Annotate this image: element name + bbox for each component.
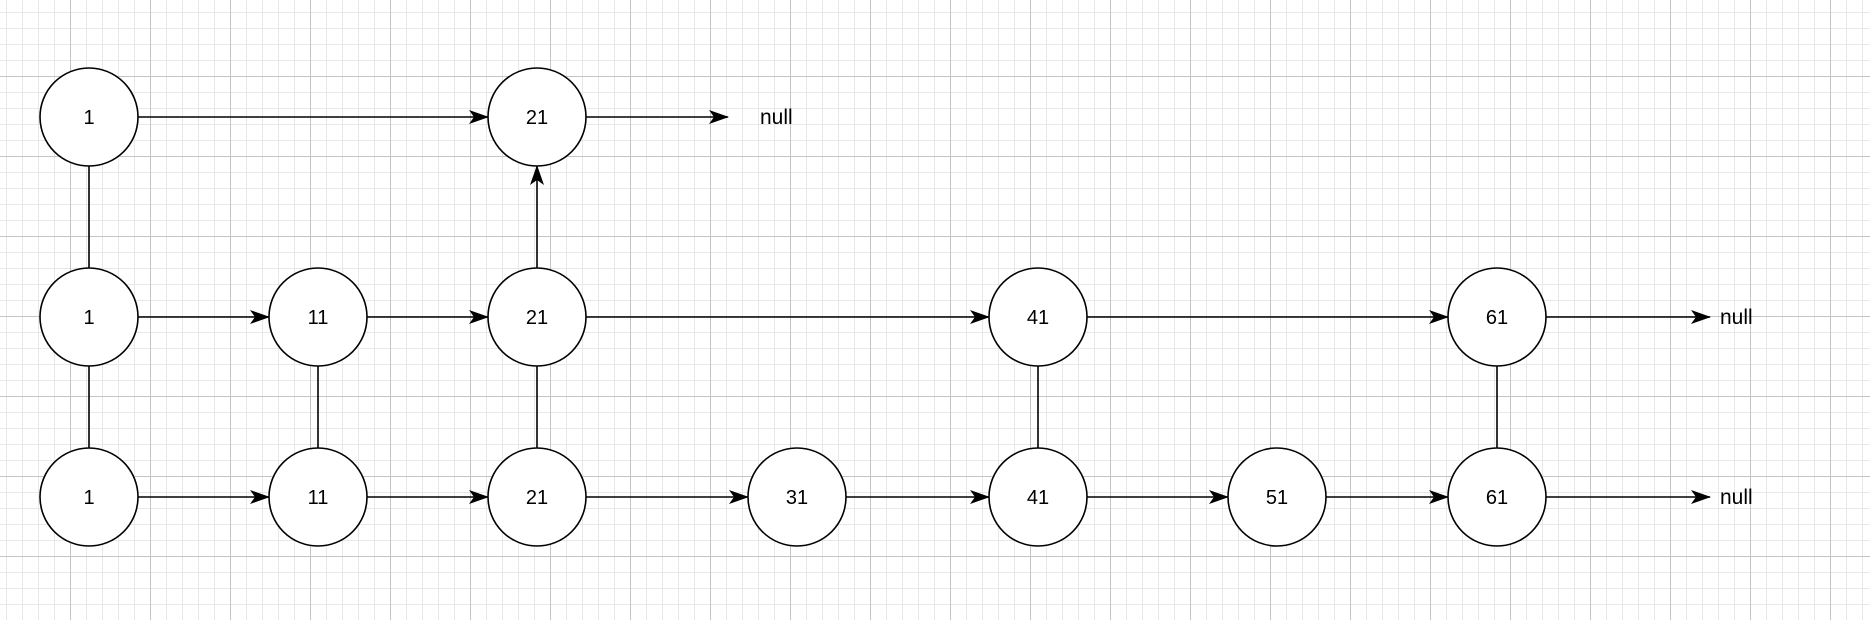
edges-layer (88, 110, 1711, 504)
list-node: 21 (487, 67, 587, 167)
node-value-label: 1 (83, 107, 94, 129)
node-circle (988, 267, 1088, 367)
node-circle (747, 447, 847, 547)
node-value-label: 61 (1486, 307, 1508, 329)
node-circle (487, 67, 587, 167)
null-labels-layer: null null null (760, 106, 1753, 509)
node-circle (39, 67, 139, 167)
node-value-label: 31 (786, 487, 808, 509)
node-circle (268, 267, 368, 367)
list-node: 11 (268, 447, 368, 547)
list-node: 51 (1227, 447, 1327, 547)
node-value-label: 21 (526, 107, 548, 129)
node-circle (1447, 267, 1547, 367)
null-label: null (1720, 486, 1753, 509)
list-node: 21 (487, 267, 587, 367)
node-value-label: 11 (308, 307, 329, 329)
node-value-label: 1 (83, 487, 94, 509)
list-node: 61 (1447, 447, 1547, 547)
list-node: 41 (988, 447, 1088, 547)
list-node: 11 (268, 267, 368, 367)
node-circle (1227, 447, 1327, 547)
node-value-label: 1 (83, 307, 94, 329)
node-value-label: 61 (1486, 487, 1508, 509)
list-node: 31 (747, 447, 847, 547)
node-circle (487, 267, 587, 367)
list-node: 1 (39, 267, 139, 367)
node-circle (1447, 447, 1547, 547)
node-value-label: 41 (1027, 487, 1049, 509)
node-value-label: 11 (308, 487, 329, 509)
node-value-label: 21 (526, 307, 548, 329)
node-circle (39, 267, 139, 367)
list-node: 21 (487, 447, 587, 547)
list-node: 1 (39, 67, 139, 167)
node-value-label: 51 (1266, 487, 1288, 509)
node-circle (39, 447, 139, 547)
null-label: null (1720, 306, 1753, 329)
node-circle (988, 447, 1088, 547)
node-value-label: 41 (1027, 307, 1049, 329)
null-label: null (760, 106, 793, 129)
list-node: 61 (1447, 267, 1547, 367)
node-value-label: 21 (526, 487, 548, 509)
node-circle (487, 447, 587, 547)
node-circle (268, 447, 368, 547)
list-node: 1 (39, 447, 139, 547)
list-node: 41 (988, 267, 1088, 367)
